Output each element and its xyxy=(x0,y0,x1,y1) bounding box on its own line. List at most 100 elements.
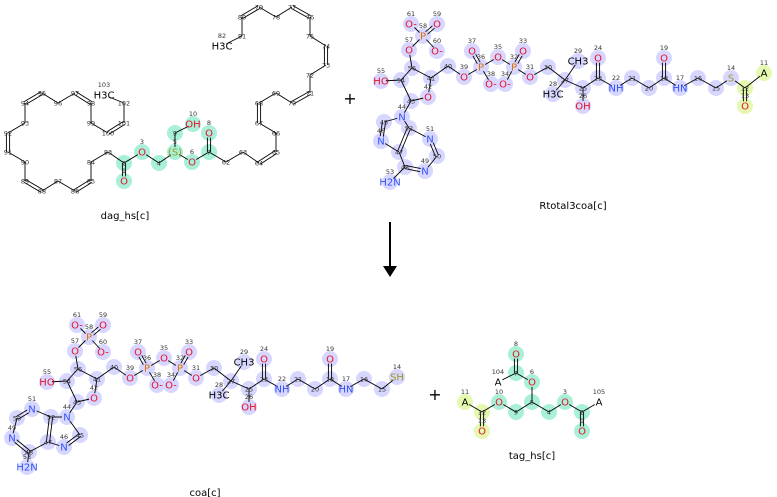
double-bond xyxy=(397,127,408,152)
atom-dag-69: 69 xyxy=(272,90,280,98)
atom-label-backdrop xyxy=(187,157,197,167)
single-bond xyxy=(314,378,331,390)
atom-label-backdrop xyxy=(42,377,52,387)
single-bond xyxy=(242,151,260,164)
atom-number: 105 xyxy=(593,388,605,396)
atom-coa-40: 40 xyxy=(110,364,118,372)
atom-symbol: O xyxy=(134,348,142,359)
atom-number: 23 xyxy=(260,376,268,384)
atom-symbol: N xyxy=(60,443,67,454)
atom-label-backdrop xyxy=(518,46,528,56)
atom-rtotal3coa-50: 50 xyxy=(433,153,441,161)
atom-number: 51 xyxy=(426,125,434,133)
atom-symbol: H3C xyxy=(94,91,115,102)
molecule-name-tag: tag_hs[c] xyxy=(509,451,555,462)
atom-coa-56: 56 xyxy=(74,366,82,374)
atom-label-backdrop xyxy=(59,442,69,452)
atom-symbol: HN xyxy=(673,84,688,95)
atom-number: 26 xyxy=(579,92,587,100)
atom-coa-59: O59 xyxy=(98,311,108,332)
atom-rtotal3coa-47: 47 xyxy=(395,149,403,157)
atom-coa-47: 47 xyxy=(44,439,52,447)
atom-dag-68: 68 xyxy=(255,100,263,108)
atom-number: 54 xyxy=(63,378,71,386)
atom-symbol: O xyxy=(138,148,146,159)
atom-rtotal3coa-12: 12 xyxy=(741,85,749,93)
atom-symbol: O- xyxy=(499,80,511,91)
atom-coa-57: O57 xyxy=(70,337,80,358)
atom-rtotal3coa-23: 23 xyxy=(594,75,602,83)
atom-number: 55 xyxy=(43,368,51,376)
atom-label-backdrop xyxy=(99,90,109,100)
atom-number: 67 xyxy=(255,120,263,128)
atom-symbol: N xyxy=(28,405,35,416)
atom-label-backdrop xyxy=(659,53,669,63)
atom-number: 49 xyxy=(421,157,429,165)
atom-label-backdrop xyxy=(184,347,194,357)
atom-tag-8: O8 xyxy=(511,340,521,361)
atom-label-backdrop xyxy=(175,363,185,373)
atom-dag-75: 75 xyxy=(306,33,314,41)
single-bond xyxy=(697,77,717,89)
atom-number: 26 xyxy=(245,393,253,401)
atom-coa-37: O 37 xyxy=(133,338,143,359)
atom-rtotal3coa-40: 40 xyxy=(444,63,452,71)
atom-number: 88 xyxy=(38,188,46,196)
atom-symbol: P xyxy=(478,63,484,74)
atom-number: 43 xyxy=(73,399,81,407)
single-bond xyxy=(7,151,26,163)
atom-number: 44 xyxy=(63,403,71,411)
atom-number: 2 xyxy=(580,409,584,417)
atom-number: 61 xyxy=(407,10,415,18)
atom-number: 1 xyxy=(580,417,584,425)
atom-dag-91: 91 xyxy=(4,149,12,157)
atom-number: 7 xyxy=(207,149,211,157)
atom-number: 8 xyxy=(514,340,518,348)
atom-number: 38 xyxy=(153,371,161,379)
atom-number: 14 xyxy=(727,64,735,72)
atom-symbol: O xyxy=(260,355,268,366)
single-bond xyxy=(297,378,316,390)
atom-dag-100: 100 xyxy=(102,130,114,138)
atom-number: 90 xyxy=(21,159,29,167)
double-bond xyxy=(25,179,44,191)
atom-number: 48 xyxy=(401,164,409,172)
atom-number: 69 xyxy=(272,90,280,98)
atom-dag-66: 66 xyxy=(272,130,280,138)
atom-number: 13 xyxy=(741,92,749,100)
atom-number: 39 xyxy=(126,364,134,372)
atom-rtotal3coa-60: O-60 xyxy=(431,37,443,58)
atom-number: 102 xyxy=(118,100,130,108)
single-bond xyxy=(41,92,59,104)
atom-label-backdrop xyxy=(277,384,287,394)
single-bond xyxy=(57,92,76,104)
atom-coa-41: 41 xyxy=(93,376,101,384)
single-bond xyxy=(547,66,566,81)
atom-rtotal3coa-46: N46 xyxy=(376,127,386,148)
atom-dag-94: 94 xyxy=(21,100,29,108)
single-bond xyxy=(248,378,265,390)
double-bond xyxy=(106,121,124,133)
atom-dag-6: O6 xyxy=(187,148,197,169)
atom-number: 51 xyxy=(28,395,36,403)
atom-number: 53 xyxy=(386,168,394,176)
atom-symbol: O xyxy=(424,93,432,104)
atom-symbol: O xyxy=(205,129,213,140)
atom-number: 86 xyxy=(71,188,79,196)
atom-number: 32 xyxy=(510,53,518,61)
atom-dag-89: 89 xyxy=(21,178,29,186)
atom-coa-27: 27 xyxy=(227,378,235,386)
atom-symbol: H3C xyxy=(209,391,230,402)
atom-label-backdrop xyxy=(406,19,416,29)
atom-label-backdrop xyxy=(392,372,402,382)
atom-number: 12 xyxy=(478,409,486,417)
atom-number: 37 xyxy=(134,338,142,346)
atom-coa-35: O35 xyxy=(159,344,169,365)
atom-label-backdrop xyxy=(159,353,169,363)
atom-number: 15 xyxy=(712,85,720,93)
atom-coa-21: 21 xyxy=(294,376,302,384)
